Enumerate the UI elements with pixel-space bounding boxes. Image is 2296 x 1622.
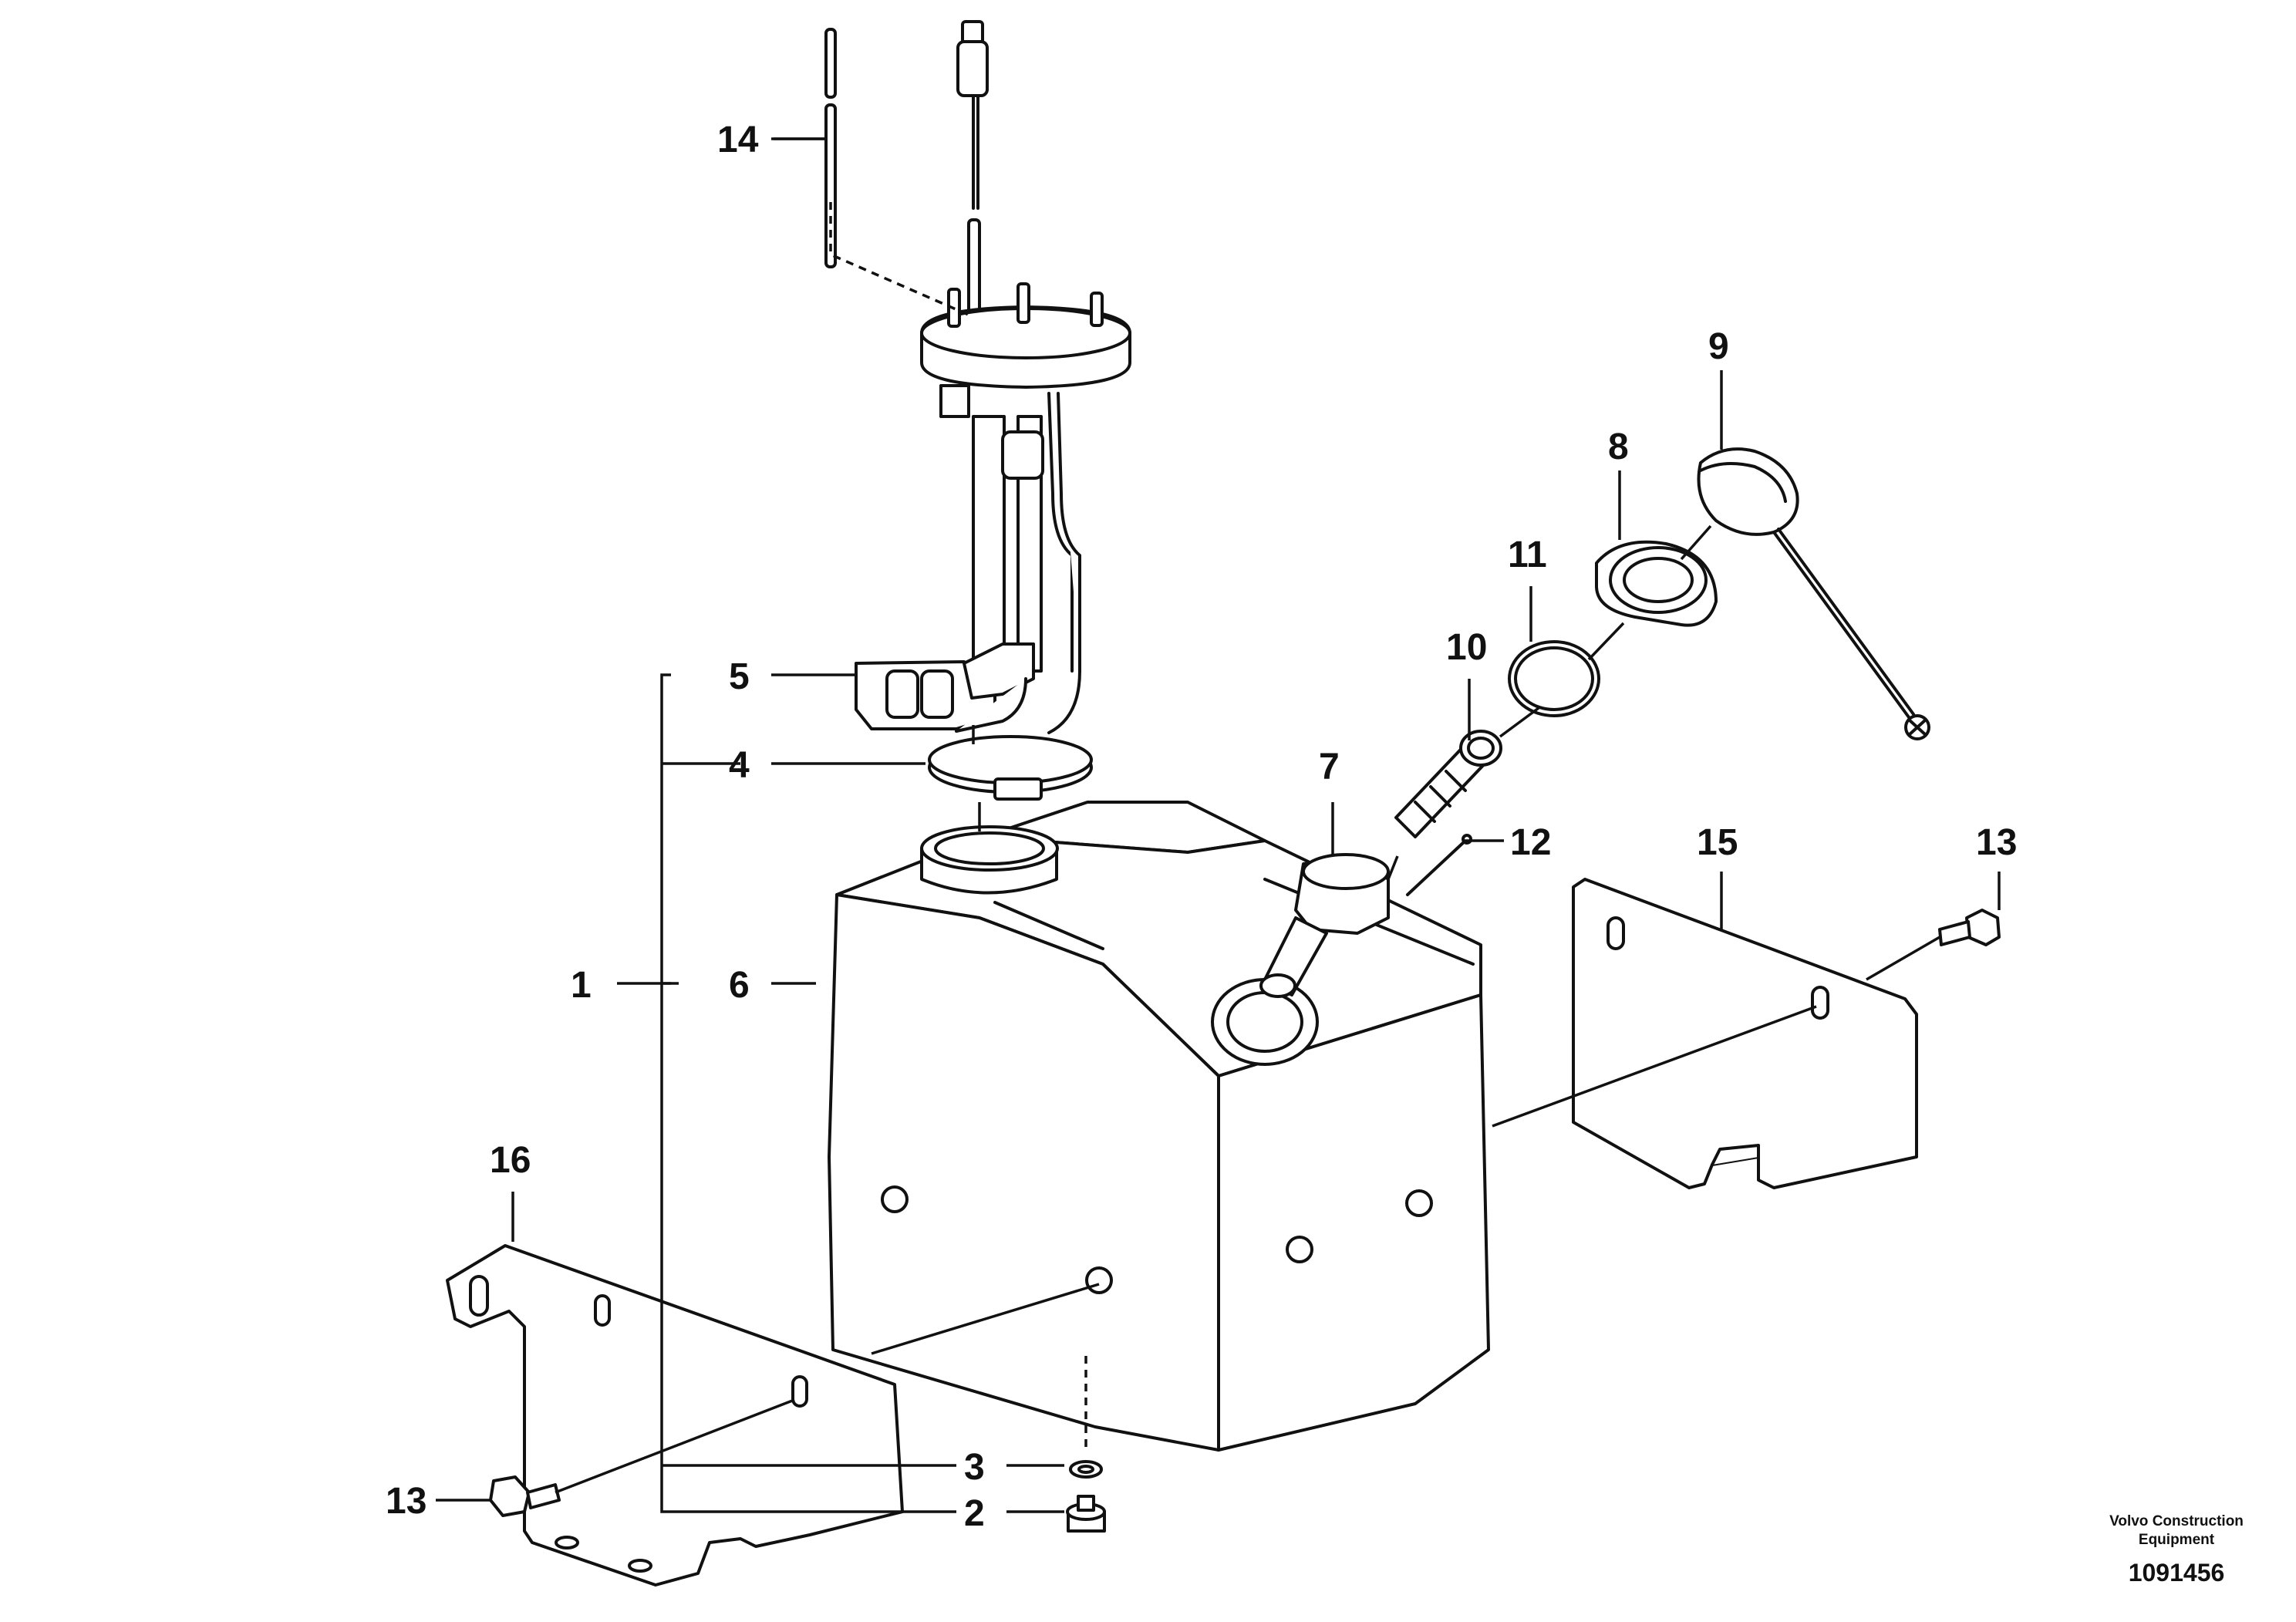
part-13-screw-right [1938,909,2001,946]
callout-13-right: 13 [1976,822,2017,863]
part-2-drain-plug [1066,1495,1106,1533]
callout-9: 9 [1708,326,1729,367]
part-4-hose-clamp [928,735,1093,801]
callout-2: 2 [964,1493,985,1534]
callout-15: 15 [1697,822,1738,863]
callout-13-left: 13 [386,1481,426,1522]
document-number: 1091456 [2129,1559,2225,1587]
part-8-adapter-ring [1595,540,1718,627]
callout-10: 10 [1446,627,1487,668]
callout-16: 16 [490,1140,531,1181]
part-9-cap [1697,447,1930,740]
assembly-lines [555,202,1940,1494]
part-16-bracket [446,1244,904,1587]
callout-6: 6 [729,965,750,1006]
callout-3: 3 [964,1447,985,1488]
part-13-screw-left [489,1475,561,1517]
part-10-strainer [1394,730,1502,838]
callout-8: 8 [1608,427,1629,467]
callout-7: 7 [1319,747,1340,787]
callout-1: 1 [571,965,592,1006]
part-3-washer [1069,1460,1103,1479]
part-7-filler-neck [1259,853,1390,998]
callout-11: 11 [1508,534,1547,575]
part-12-pin [1406,834,1472,896]
credit-line-1: Volvo Construction [2109,1513,2244,1529]
part-11-o-ring [1508,640,1600,717]
callout-leaders [436,137,2001,1513]
sender-unit-assembly [855,20,1131,734]
callout-14: 14 [717,120,759,160]
credit-line-2: Equipment [2139,1532,2215,1548]
callout-12: 12 [1510,822,1551,863]
callout-5: 5 [729,656,750,697]
callout-4: 4 [729,745,750,786]
part-14-rods [824,28,837,268]
